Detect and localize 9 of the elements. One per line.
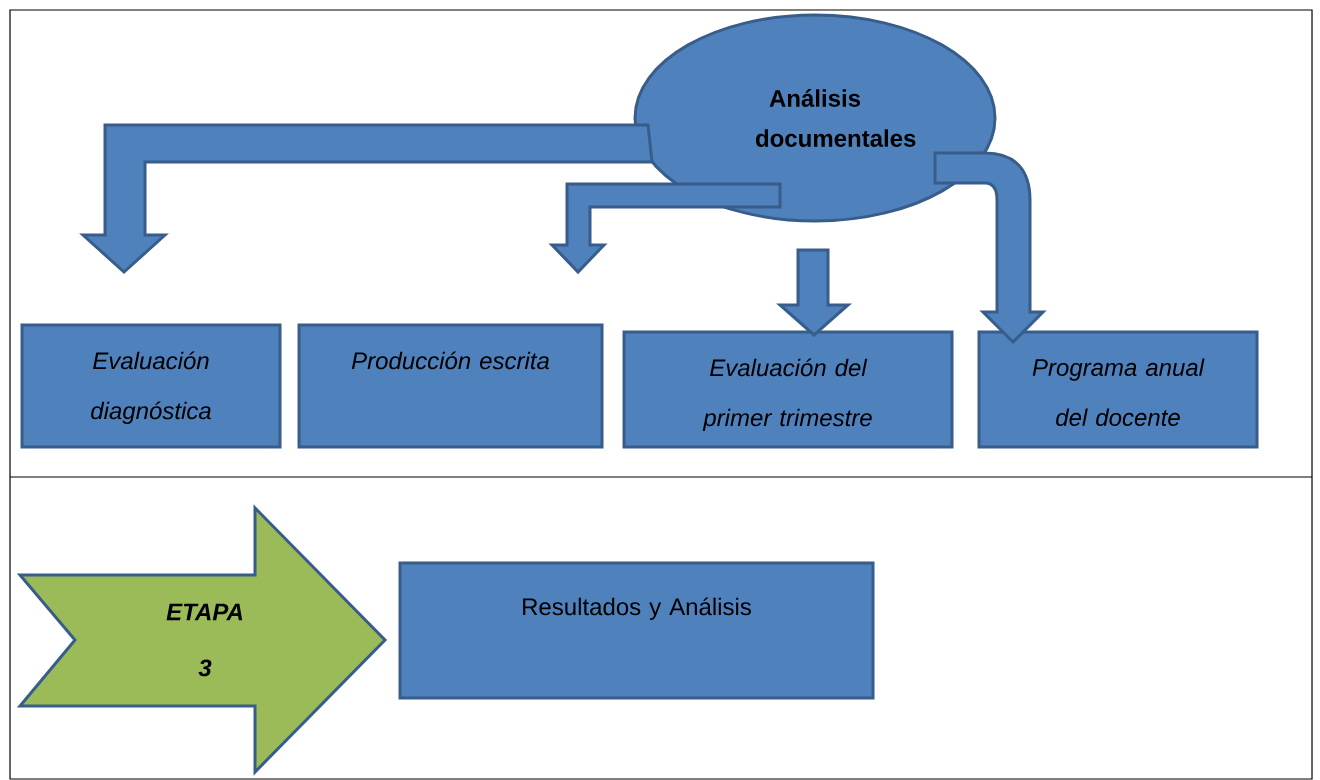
process-box: Evaluación del primer trimestre [622, 330, 954, 449]
block-arrow [548, 182, 782, 275]
process-box: Evaluación diagnóstica [20, 323, 282, 449]
process-box: Producción escrita [297, 323, 604, 449]
block-arrow [776, 248, 852, 337]
process-box: Resultados y Análisis [398, 561, 875, 700]
process-box: Programa anual del docente [977, 330, 1259, 449]
block-arrow [79, 123, 654, 275]
block-arrow [933, 151, 1045, 344]
